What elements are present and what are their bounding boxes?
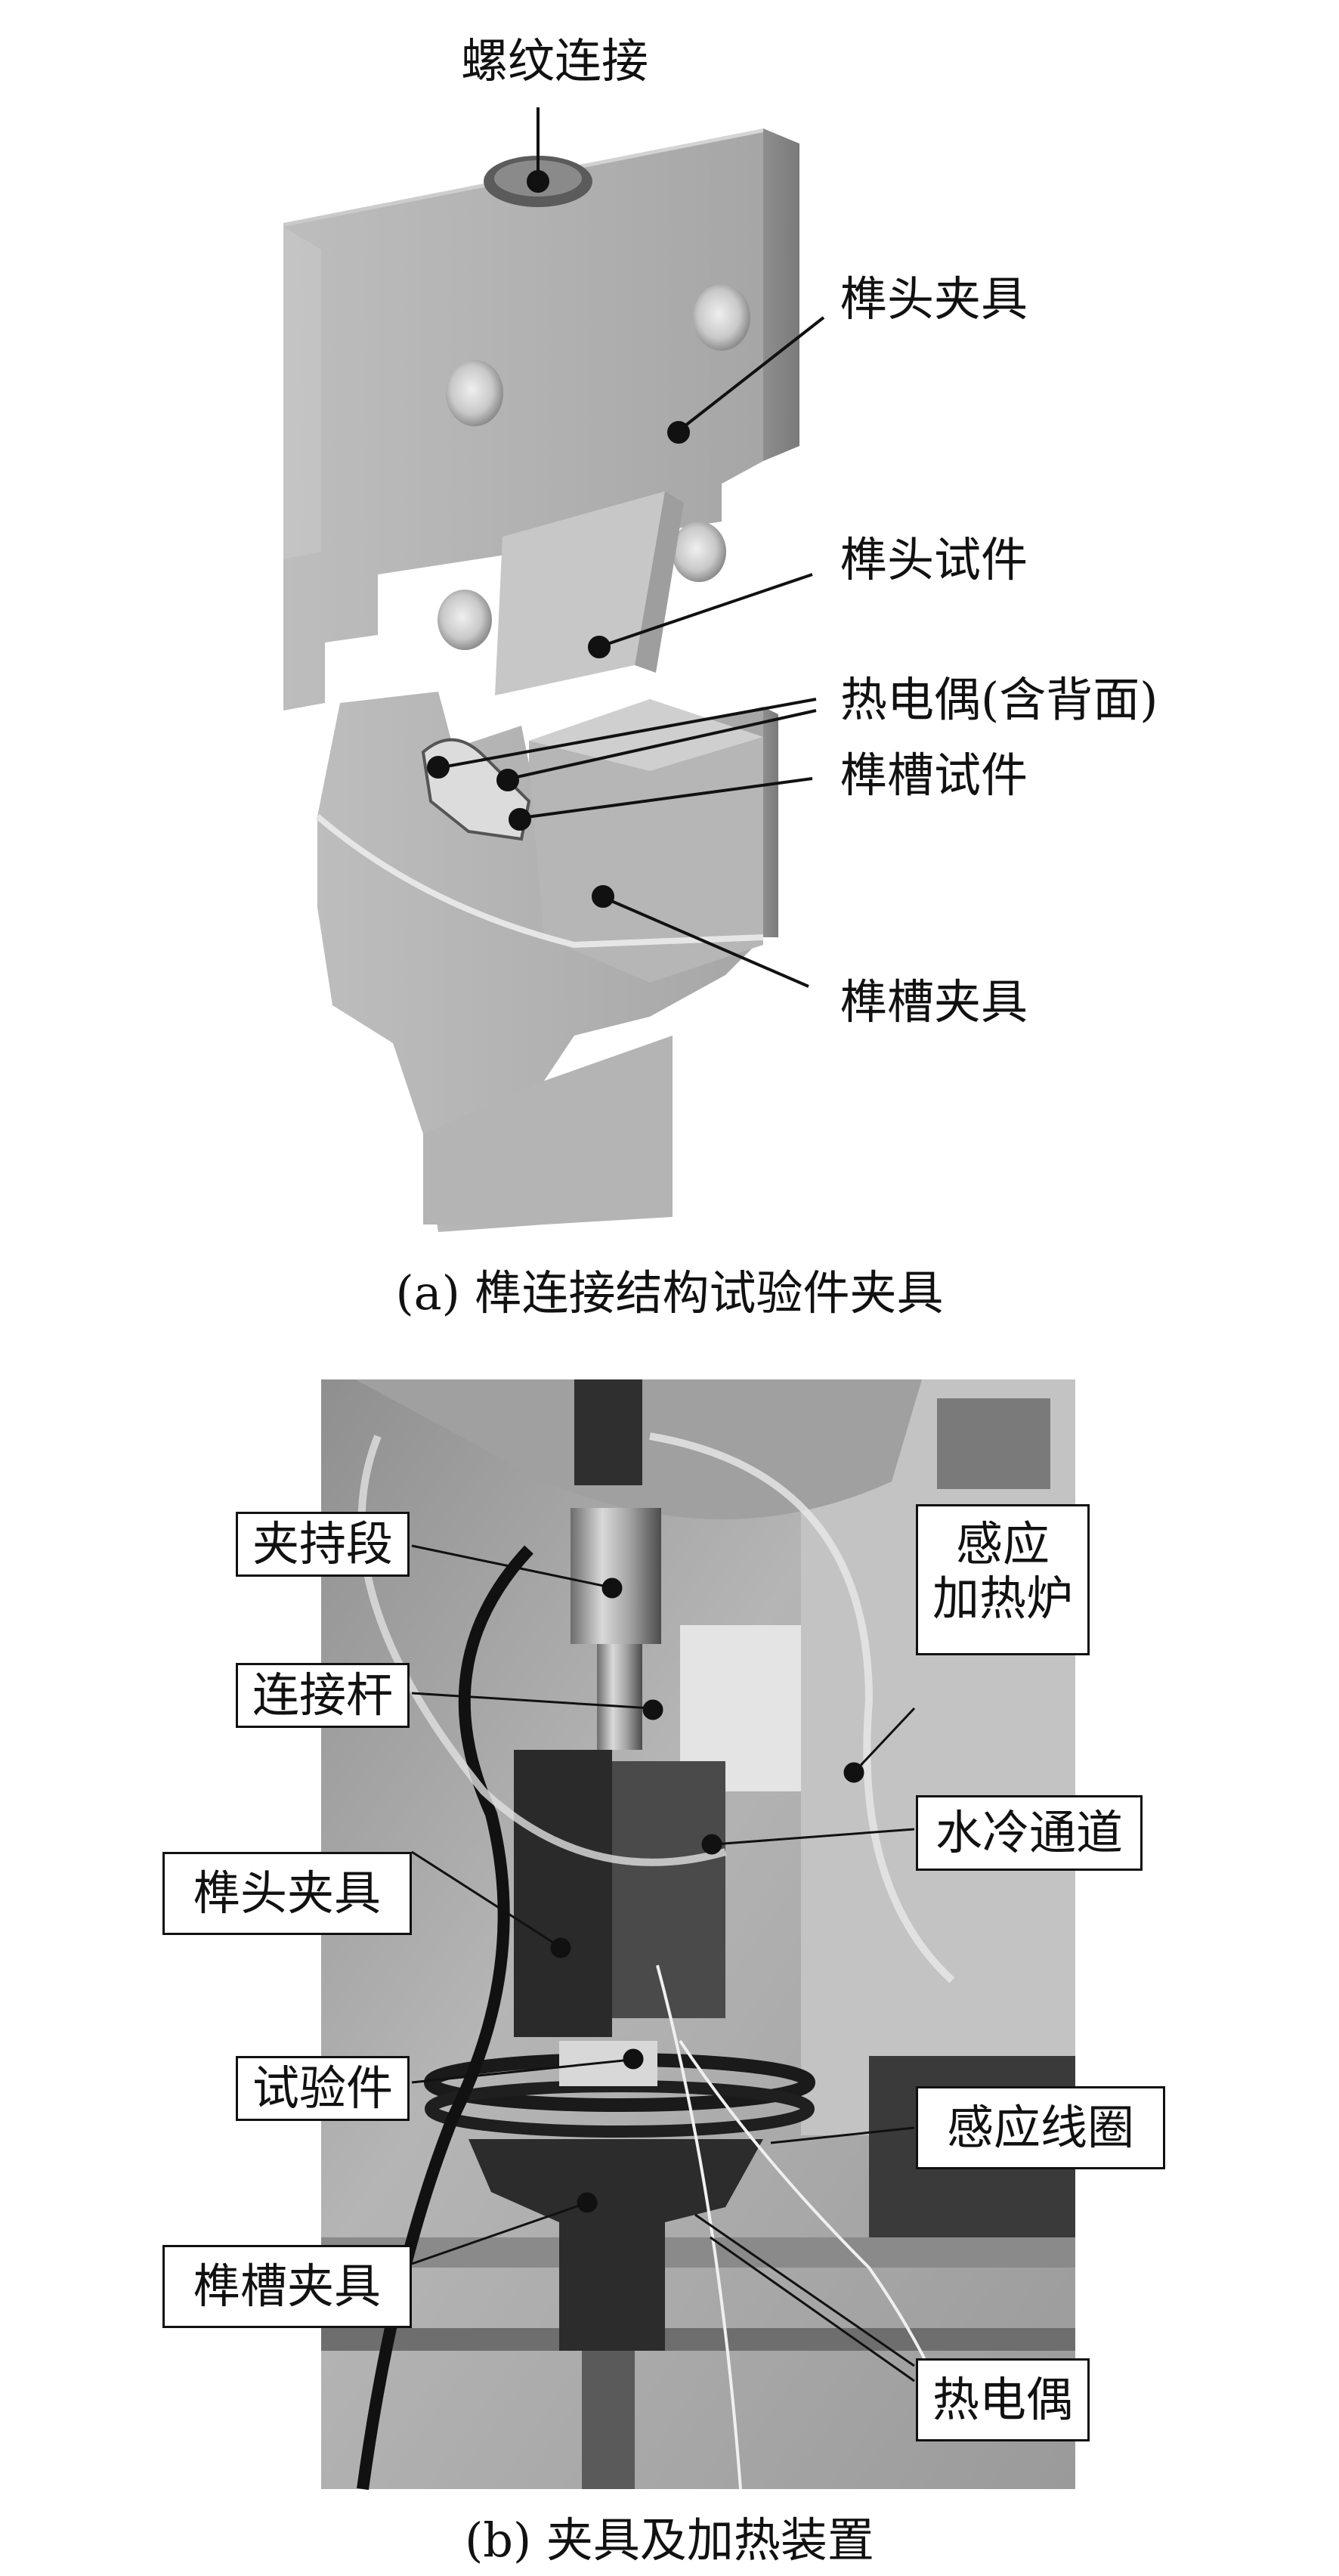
- thermocouple-label-b: 热电偶: [916, 2358, 1090, 2441]
- connecting-rod-label: 连接杆: [236, 1663, 410, 1728]
- induction-coil-label: 感应线圈: [916, 2086, 1165, 2169]
- induction-furnace-line1: 感应: [955, 1516, 1050, 1571]
- panel-a-leaders: [427, 107, 825, 988]
- groove-fixture-label-b: 榫槽夹具: [162, 2245, 412, 2328]
- caption-b: (b) 夹具及加热装置: [465, 2513, 874, 2568]
- groove-fixture-label-a: 榫槽夹具: [840, 974, 1028, 1029]
- groove-fixture-shape: [315, 692, 778, 1232]
- setup-photo: [321, 1379, 1075, 2491]
- thermocouple-label-a: 热电偶(含背面): [840, 672, 1158, 727]
- tenon-fixture-label-b: 榫头夹具: [162, 1852, 412, 1935]
- groove-specimen-label: 榫槽试件: [840, 748, 1028, 803]
- tenon-specimen-shape: [495, 491, 684, 695]
- specimen-label: 试验件: [236, 2056, 410, 2121]
- tenon-fixture-label: 榫头夹具: [840, 271, 1028, 327]
- induction-furnace-line2: 加热炉: [932, 1571, 1073, 1626]
- tenon-specimen-label: 榫头试件: [840, 532, 1028, 587]
- grip-section-label: 夹持段: [236, 1512, 410, 1577]
- caption-a: (a) 榫连接结构试验件夹具: [395, 1265, 944, 1321]
- induction-furnace-label: 感应 加热炉: [916, 1504, 1090, 1655]
- panel-b-leaders: [411, 1544, 916, 2382]
- thread-connection-label: 螺纹连接: [461, 33, 649, 88]
- water-cooling-label: 水冷通道: [916, 1795, 1143, 1871]
